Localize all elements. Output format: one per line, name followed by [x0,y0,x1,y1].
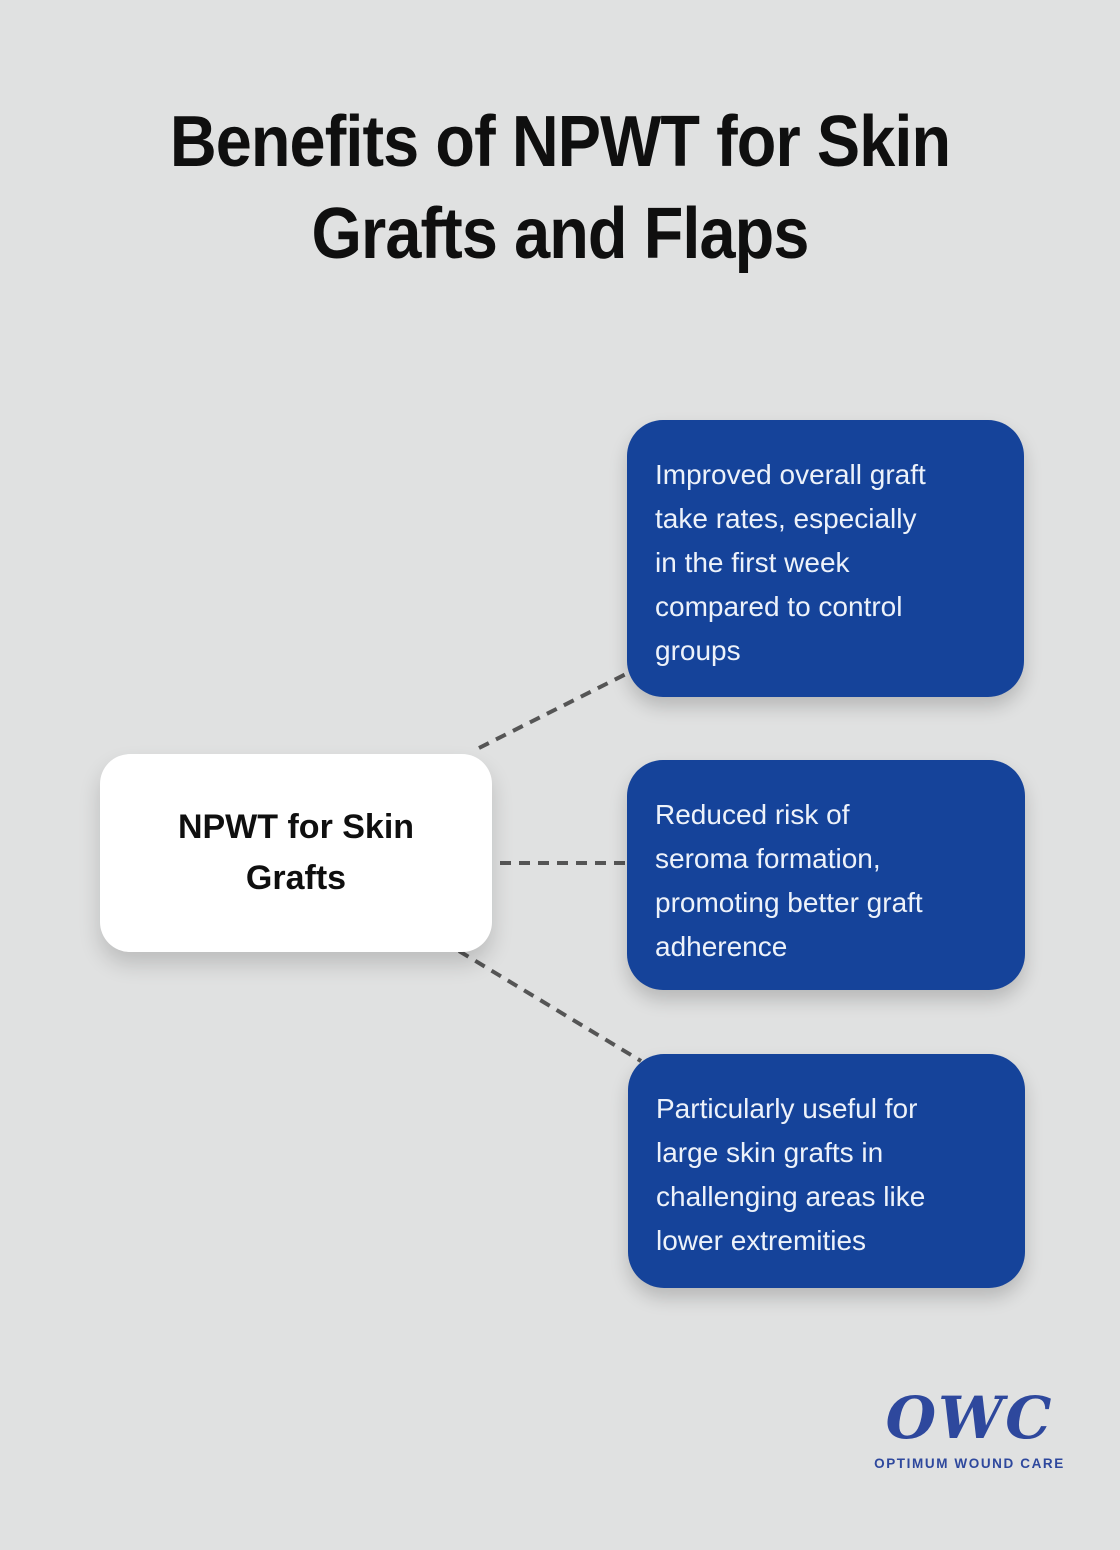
owc-logo-name: OPTIMUM WOUND CARE [874,1455,1065,1471]
owc-logo: OWC OPTIMUM WOUND CARE [872,1388,1067,1471]
benefit-box-large-grafts: Particularly useful for large skin graft… [628,1054,1025,1288]
benefit-box-seroma-risk: Reduced risk of seroma formation, promot… [627,760,1025,990]
owc-logo-acronym: OWC [885,1384,1054,1452]
connector-line-bottom [457,949,643,1063]
benefit-box-graft-take-rates: Improved overall graft take rates, espec… [627,420,1024,697]
connector-line-top [478,669,633,750]
page-title: Benefits of NPWT for Skin Grafts and Fla… [169,102,951,275]
root-node-npwt-for-skin-grafts: NPWT for Skin Grafts [100,754,492,952]
